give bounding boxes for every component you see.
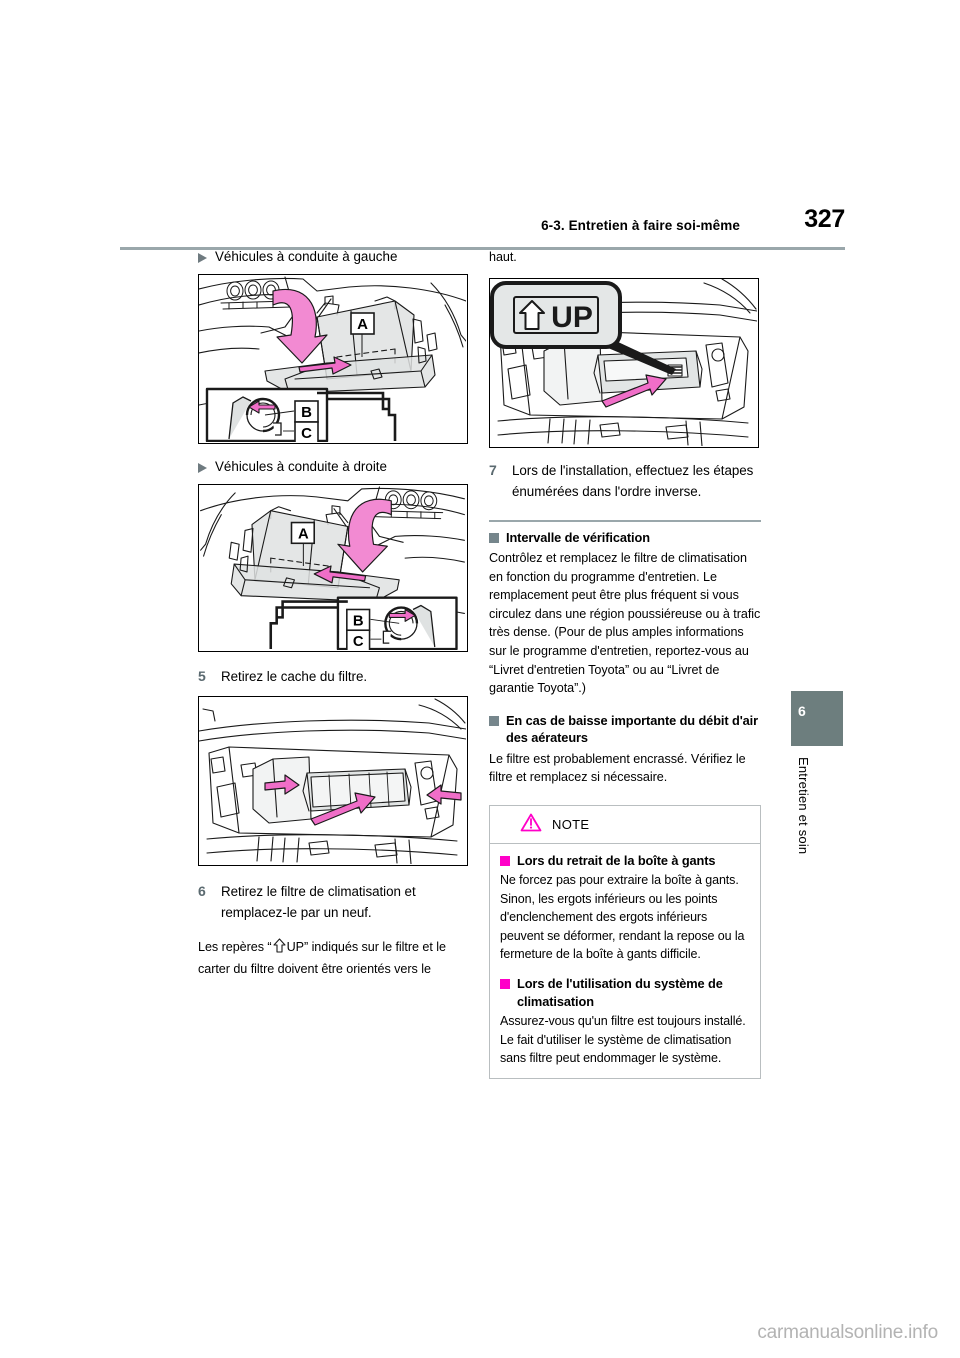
figure-glovebox-rhd: A B C <box>198 484 468 652</box>
subheading-rhd: Véhicules à conduite à droite <box>198 458 470 476</box>
section-interval-body: Contrôlez et remplacez le filtre de clim… <box>489 551 761 696</box>
note-body: Lors du retrait de la boîte à gants Ne f… <box>490 844 760 1078</box>
triangle-bullet-icon <box>198 463 207 473</box>
square-bullet-icon <box>500 979 510 990</box>
inset-detail-bc <box>269 596 458 650</box>
page-number: 327 <box>804 205 845 233</box>
continuation-text: haut. <box>489 250 517 264</box>
svg-text:C: C <box>353 634 364 650</box>
section-airflow: En cas de baisse importante du débit d'a… <box>489 712 761 787</box>
note-title: NOTE <box>552 817 590 833</box>
left-column: Véhicules à conduite à gauche <box>198 248 470 979</box>
note-block-0-heading-label: Lors du retrait de la boîte à gants <box>517 852 716 868</box>
note-block-0-body: Ne forcez pas pour extraire la boîte à g… <box>500 873 745 962</box>
subheading-lhd-label: Véhicules à conduite à gauche <box>215 249 398 264</box>
up-note-before: Les repères “ <box>198 940 272 954</box>
page-title: 6-3. Entretien à faire soi-même <box>541 218 740 233</box>
svg-text:C: C <box>301 425 312 442</box>
step-5-text: Retirez le cache du filtre. <box>221 669 368 684</box>
note-title-bar: NOTE <box>490 806 760 844</box>
up-mark-illustration: UP <box>490 278 757 446</box>
warning-triangle-icon <box>520 813 542 837</box>
svg-text:A: A <box>357 316 368 333</box>
triangle-bullet-icon <box>198 253 207 263</box>
note-block-1-heading: Lors de l'utilisation du système de clim… <box>500 975 750 1010</box>
section-interval-heading: Intervalle de vérification <box>489 529 761 547</box>
arrow-open-lid <box>272 288 328 364</box>
square-bullet-icon <box>489 715 499 726</box>
up-note-label: UP” <box>286 940 309 954</box>
callout-a: A <box>350 312 375 357</box>
arrow-pull-out <box>313 565 367 584</box>
step-5: 5 Retirez le cache du filtre. <box>198 666 470 687</box>
up-mark-note: Les repères “ UP” indiqués sur le filtre … <box>198 938 470 979</box>
arrow-open-lid <box>337 498 392 573</box>
step-6-number: 6 <box>198 883 206 899</box>
step-7-text: Lors de l'installation, effectuez les ét… <box>512 462 754 499</box>
callout-a <box>290 521 316 567</box>
note-block-0-heading: Lors du retrait de la boîte à gants <box>500 852 750 870</box>
step-7-number: 7 <box>489 461 497 478</box>
step-6: 6 Retirez le filtre de climatisation et … <box>198 881 470 923</box>
header-divider <box>120 247 845 250</box>
chapter-tab-number: 6 <box>798 703 806 719</box>
svg-text:A: A <box>298 526 309 542</box>
arrow-push-right <box>426 784 462 805</box>
glovebox-rhd-illustration: A B C <box>200 486 465 650</box>
step-7: 7 Lors de l'installation, effectuez les … <box>489 460 761 502</box>
section-airflow-heading: En cas de baisse importante du débit d'a… <box>489 712 761 747</box>
up-note-after: indiqués sur le filtre et le carter du f… <box>198 940 446 976</box>
right-column: haut. <box>489 248 761 1079</box>
note-block-1-heading-label: Lors de l'utilisation du système de clim… <box>517 976 723 1009</box>
section-interval-heading-label: Intervalle de vérification <box>506 529 650 545</box>
chapter-tab: 6 <box>791 691 843 746</box>
subheading-rhd-label: Véhicules à conduite à droite <box>215 459 387 474</box>
up-arrow-icon <box>273 938 286 960</box>
section-divider <box>489 519 761 522</box>
step-5-number: 5 <box>198 668 206 684</box>
glovebox-lhd-illustration: A <box>199 276 466 442</box>
up-callout-bubble: UP <box>490 280 622 349</box>
section-airflow-heading-label: En cas de baisse importante du débit d'a… <box>506 712 759 746</box>
arrow-lift-cover <box>310 792 376 826</box>
svg-text:B: B <box>301 404 312 421</box>
svg-text:B: B <box>353 613 364 629</box>
step-6-text: Retirez le filtre de climatisation et re… <box>221 884 416 920</box>
figure-filter-cover <box>198 696 468 866</box>
note-block-1-body: Assurez-vous qu'un filtre est toujours i… <box>500 1014 746 1066</box>
section-interval: Intervalle de vérification Contrôlez et … <box>489 519 761 698</box>
figure-glovebox-lhd: A <box>198 274 468 444</box>
filter-cover-illustration <box>199 698 466 864</box>
site-watermark: carmanualsonline.info <box>757 1322 938 1343</box>
figure-up-mark: UP <box>489 277 759 448</box>
arrow-lift-filter <box>601 373 667 408</box>
subheading-lhd: Véhicules à conduite à gauche <box>198 248 470 266</box>
square-bullet-icon <box>489 532 499 543</box>
note-box: NOTE Lors du retrait de la boîte à gants… <box>489 804 761 1079</box>
page-header: 6-3. Entretien à faire soi-même 327 <box>120 205 845 250</box>
square-bullet-icon <box>500 855 510 866</box>
arrow-push-left <box>264 774 300 795</box>
inset-detail-bc: B C <box>205 387 397 442</box>
arrow-pull-out <box>298 356 352 375</box>
section-airflow-body: Le filtre est probablement encrassé. Vér… <box>489 751 746 785</box>
chapter-tab-label: Entretien et soin <box>796 757 811 855</box>
up-callout-text: UP <box>551 301 593 334</box>
